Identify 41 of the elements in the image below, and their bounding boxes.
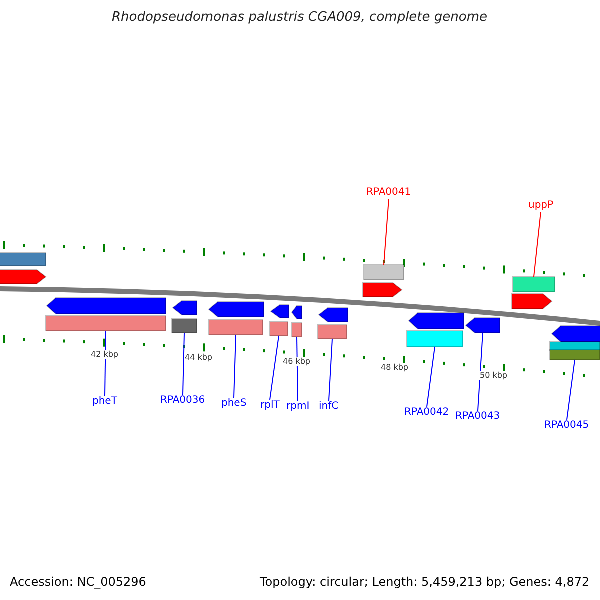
gene-label: rplT [260, 400, 280, 412]
scale-label: 46 kbp [282, 357, 312, 366]
scale-label: 50 kbp [479, 371, 509, 380]
leader-line [104, 330, 106, 396]
gene-bar [292, 322, 302, 338]
leader-line [270, 336, 280, 400]
gene-bar [406, 330, 464, 348]
leader-line [478, 332, 484, 412]
gene-label: RPA0043 [456, 411, 500, 423]
gene-bar [364, 264, 404, 280]
gene-feature [465, 318, 500, 334]
scale-label: 44 kbp [184, 353, 214, 362]
gene-label: pheS [222, 398, 247, 410]
footer-text: Topology: circular; Length: 5,459,213 bp; Genes: 4,872 [260, 575, 590, 589]
scale-label: 48 kbp [380, 363, 410, 372]
gene-bar [318, 324, 348, 340]
gene-bar [208, 320, 264, 336]
gene-bar [46, 316, 166, 332]
leader-line [234, 334, 236, 398]
gene-bar [270, 322, 288, 336]
gene-label: infC [319, 401, 339, 413]
footer-text: Accession: NC_005296 [10, 575, 146, 589]
gene-label: RPA0042 [404, 407, 450, 419]
scale-label: 42 kbp [90, 350, 120, 359]
gene-label: rpmI [286, 401, 310, 413]
gene-bar [172, 318, 198, 334]
leader-line [182, 332, 185, 396]
gene-bar [550, 350, 600, 360]
leader-line [426, 346, 436, 408]
leader-line [384, 198, 390, 266]
leader-line [296, 336, 298, 402]
gene-label: RPA0045 [544, 420, 590, 432]
gene-label: RPA0036 [160, 395, 206, 407]
gene-bar [512, 276, 556, 292]
leader-line [566, 360, 576, 420]
gene-label: pheT [92, 396, 118, 408]
title: Rhodopseudomonas palustris CGA009, complete genome [112, 10, 488, 25]
leader-line [328, 338, 333, 402]
gene-label: RPA0041 [366, 187, 412, 199]
gene-label: uppP [528, 200, 554, 212]
leader-line [534, 212, 542, 278]
